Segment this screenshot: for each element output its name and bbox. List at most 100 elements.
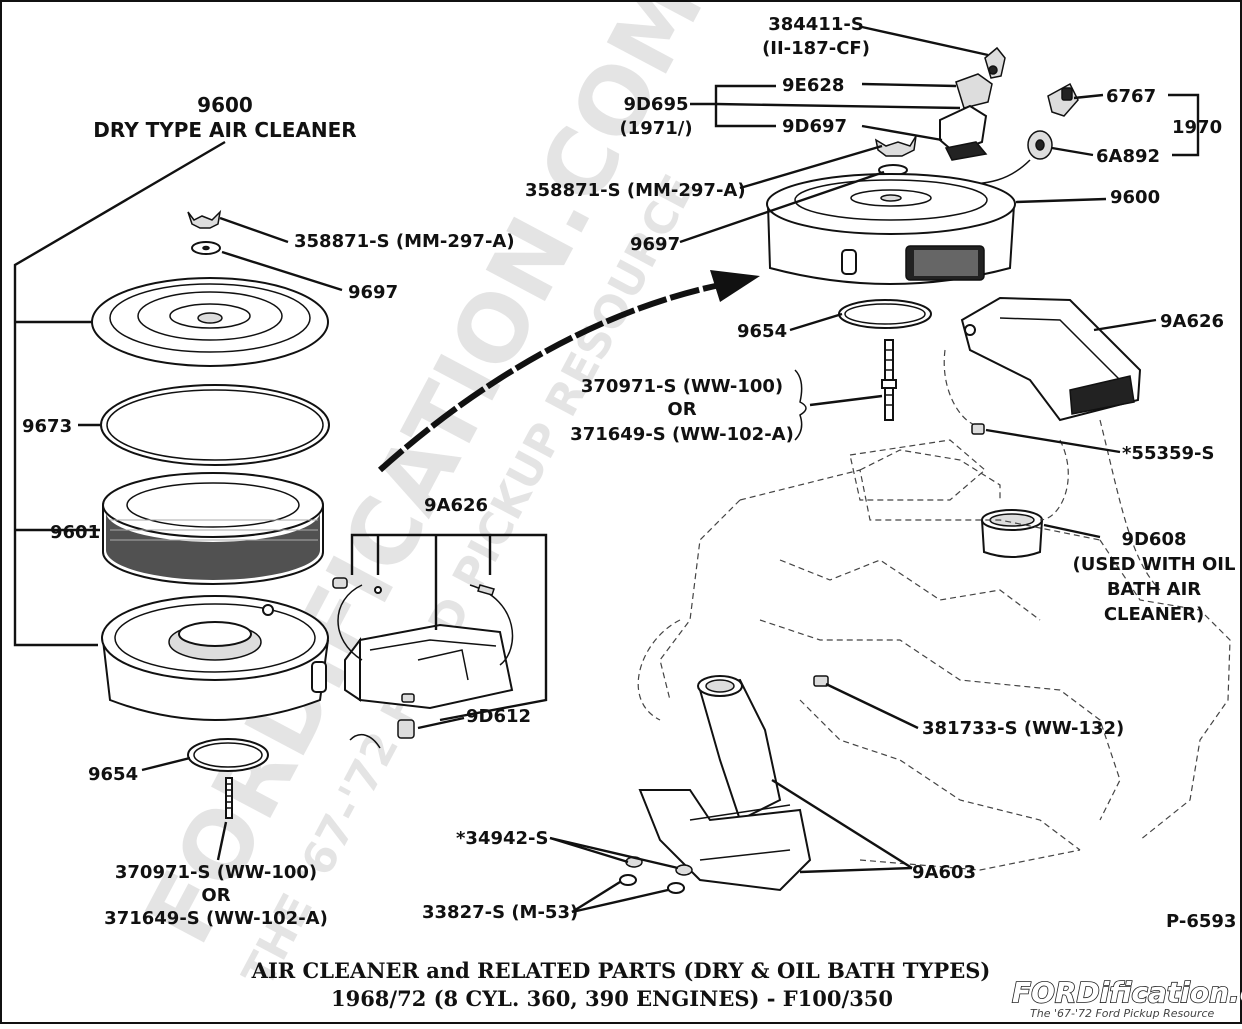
label-year-1970: 1970 — [1172, 117, 1222, 138]
transition-arrow — [377, 270, 760, 473]
label-valve-1970: 6A892 — [1096, 146, 1160, 167]
label-main-title-number: 9600 — [197, 93, 253, 117]
leader-381733 — [825, 682, 919, 730]
leader-6767 — [1073, 93, 1104, 100]
label-clip-top-2: (II-187-CF) — [762, 38, 870, 59]
label-seal-left: 9654 — [88, 764, 138, 785]
label-bracket-1: 9D695 — [623, 94, 688, 115]
air-cleaner-housing-right — [766, 173, 1016, 285]
wing-nut-right — [874, 135, 917, 176]
leader-9a626-left — [350, 533, 548, 722]
leader-9654-right — [789, 312, 843, 332]
label-gasket-left: 9673 — [22, 416, 72, 437]
left-bracket-line — [13, 140, 226, 647]
brand-logo: FORDification.com The '67-'72 Ford Picku… — [1011, 975, 1242, 1020]
clip-top — [984, 46, 1006, 79]
caption-line-2: 1968/72 (8 CYL. 360, 390 ENGINES) - F100… — [331, 986, 893, 1011]
label-screw-right: *55359-S — [1122, 443, 1214, 464]
leader-9d695-upper — [690, 84, 776, 106]
leader-9d697 — [861, 124, 943, 142]
leader-motor — [861, 82, 957, 88]
elbow-6767 — [1047, 82, 1079, 117]
leader-9654-left — [141, 756, 191, 772]
leader-34942-b — [549, 836, 679, 870]
leader-lines — [78, 25, 1200, 914]
label-washer-right: 9697 — [630, 234, 680, 255]
label-shroud-bottom: 9A603 — [912, 862, 976, 883]
seal-left — [187, 738, 269, 772]
label-element-left: 9601 — [50, 522, 100, 543]
labels: 9600 DRY TYPE AIR CLEANER 358871-S (MM-2… — [22, 14, 1236, 932]
heat-stove-tube — [697, 675, 782, 822]
label-stud-right-or: OR — [667, 399, 696, 420]
carburetor — [849, 439, 986, 501]
engine-outline — [637, 419, 1231, 871]
filter-element-left — [102, 472, 324, 585]
leader-bracket — [715, 102, 961, 110]
label-cap-1: 9D608 — [1121, 529, 1186, 550]
caption-line-1: AIR CLEANER and RELATED PARTS (DRY & OIL… — [251, 958, 991, 983]
duct-mount-dash — [943, 349, 976, 426]
left-assembly — [13, 140, 548, 819]
label-seal-right: 9654 — [737, 321, 787, 342]
label-cap-4: CLEANER) — [1104, 604, 1204, 625]
leader-stud-right — [809, 394, 883, 407]
label-wingnut-right: 358871-S (MM-297-A) — [525, 180, 746, 201]
label-bracket-3: 9D697 — [782, 116, 847, 137]
label-washer-left: 9697 — [348, 282, 398, 303]
label-cleaner-right: 9600 — [1110, 187, 1160, 208]
valve-6a892 — [1027, 130, 1053, 160]
label-clip-top-1: 384411-S — [768, 14, 864, 35]
leader-9a603-b — [799, 866, 913, 874]
label-stud-left-2: 371649-S (WW-102-A) — [104, 908, 328, 929]
snorkel-duct-right — [960, 296, 1142, 422]
brand-logo-text: FORDification.com — [1012, 976, 1242, 1009]
bolt-381733 — [813, 675, 829, 687]
leader-wingnut-right — [739, 144, 883, 190]
right-assembly — [619, 46, 1231, 894]
leader-33827-b — [571, 888, 669, 914]
label-nut-bottom: *34942-S — [456, 828, 548, 849]
leader-9d608 — [1043, 523, 1101, 539]
label-elbow-1970: 6767 — [1106, 86, 1156, 107]
leader-9600-right — [1015, 197, 1107, 204]
cap-9d608 — [981, 509, 1043, 558]
leader-9d695-lower — [714, 104, 776, 128]
brand-tagline: The '67-'72 Ford Pickup Resource — [1030, 1007, 1214, 1020]
leader-9697-left — [221, 250, 343, 292]
label-washer-bottom: 33827-S (M-53) — [422, 902, 578, 923]
vacuum-motor-top — [955, 73, 993, 109]
screw-right — [971, 423, 985, 435]
gasket-left — [100, 384, 330, 466]
label-stud-right-2: 371649-S (WW-102-A) — [570, 424, 794, 445]
label-bracket-2: (1971/) — [619, 118, 692, 139]
wing-nut-left — [187, 209, 222, 229]
label-stud-right-1: 370971-S (WW-100) — [581, 376, 783, 397]
leader-wingnut-left — [219, 216, 289, 244]
label-stud-left-or: OR — [201, 885, 230, 906]
label-duct-left: 9A626 — [424, 495, 488, 516]
caption: AIR CLEANER and RELATED PARTS (DRY & OIL… — [251, 958, 991, 1011]
stud-right — [881, 339, 897, 421]
screw-duct-left — [332, 577, 495, 596]
leader-55359 — [985, 428, 1121, 454]
leader-9d612 — [417, 716, 465, 730]
label-stud-left-1: 370971-S (WW-100) — [115, 862, 317, 883]
label-wingnut-left: 358871-S (MM-297-A) — [294, 231, 515, 252]
label-cap-3: BATH AIR — [1107, 579, 1201, 600]
duct-left — [337, 584, 514, 710]
leader-9697-right — [679, 170, 885, 244]
brace-stud-right — [794, 369, 807, 441]
body-tray-left — [101, 595, 329, 721]
label-valve-left: 9D612 — [466, 706, 531, 727]
leader-6a892 — [1051, 146, 1094, 157]
label-duct-right: 9A626 — [1160, 311, 1224, 332]
bracket-top — [939, 104, 988, 161]
stud-left — [225, 777, 233, 819]
label-bolt-right: 381733-S (WW-132) — [922, 718, 1124, 739]
label-cap-2: (USED WITH OIL — [1073, 554, 1236, 575]
leader-stud-left — [216, 821, 228, 861]
